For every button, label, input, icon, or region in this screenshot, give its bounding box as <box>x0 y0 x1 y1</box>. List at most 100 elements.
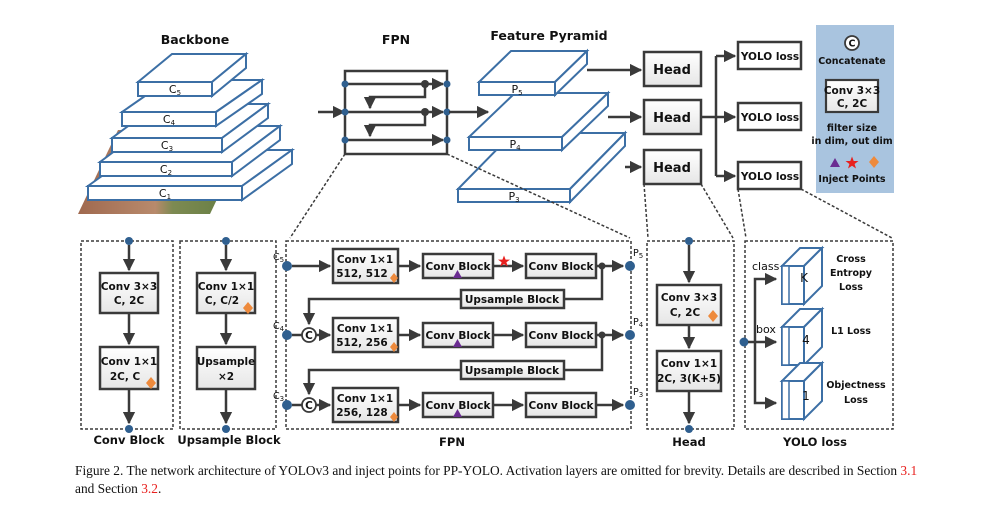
svg-text:C3: C3 <box>161 139 173 153</box>
cross-entropy-loss-line3: Loss <box>839 282 863 293</box>
inject-diamond-icon <box>243 302 253 314</box>
box-branch-label: box <box>756 323 776 336</box>
svg-text:Conv Block: Conv Block <box>426 261 492 273</box>
svg-text:P4: P4 <box>633 317 644 329</box>
cross-entropy-loss-line2: Entropy <box>830 268 873 279</box>
head-box-1: Head <box>642 50 703 88</box>
svg-text:Upsample Block: Upsample Block <box>465 294 560 306</box>
inject-diamond-icon <box>146 377 156 389</box>
svg-text:C: C <box>849 39 856 50</box>
fpn-upsample-block-1: Upsample Block <box>459 288 566 310</box>
svg-text:Conv 1×1: Conv 1×1 <box>337 393 393 405</box>
svg-text:K: K <box>800 271 809 285</box>
svg-text:P5: P5 <box>511 83 522 97</box>
pyramid-level-p4: P4 <box>466 90 611 153</box>
svg-text:YOLO loss: YOLO loss <box>740 112 799 124</box>
svg-text:Conv Block: Conv Block <box>529 400 595 412</box>
svg-text:C, 2C: C, 2C <box>837 98 868 110</box>
fpn-row1-conv-block-1: Conv Block <box>421 252 495 280</box>
objectness-loss-line2: Loss <box>844 395 868 406</box>
pyramid-level-p5: P5 <box>476 48 590 98</box>
svg-text:C2: C2 <box>160 163 172 177</box>
upsample-block-caption: Upsample Block <box>177 433 281 447</box>
head-box-2: Head <box>642 98 703 136</box>
inject-triangle-icon <box>453 409 462 417</box>
svg-text:P4: P4 <box>509 138 521 152</box>
feature-pyramid-title: Feature Pyramid <box>490 28 607 43</box>
legend-panel: C Concatenate Conv 3×3 C, 2C filter size… <box>811 25 894 193</box>
svg-text:Head: Head <box>653 161 691 176</box>
backbone-title: Backbone <box>161 32 230 47</box>
svg-text:Conv 1×1: Conv 1×1 <box>337 254 393 266</box>
fpn-input-c3 <box>282 400 292 410</box>
svg-text:512, 512: 512, 512 <box>336 268 387 280</box>
svg-text:C1: C1 <box>159 187 171 201</box>
backbone-pyramid: C1 C2 C3 C4 C5 <box>78 51 296 214</box>
svg-text:256, 128: 256, 128 <box>336 407 387 419</box>
inject-diamond-icon <box>708 310 718 322</box>
fpn-output-p4 <box>625 330 635 340</box>
tensor-class: K <box>779 245 825 307</box>
svg-text:1: 1 <box>802 389 810 403</box>
inject-star-icon <box>498 255 510 267</box>
svg-text:C4: C4 <box>273 321 285 333</box>
svg-text:Head: Head <box>653 111 691 126</box>
fpn-schematic <box>341 69 451 156</box>
feature-pyramid: P3 P4 P5 <box>455 48 628 205</box>
svg-text:2C, 3(K+5): 2C, 3(K+5) <box>657 373 721 385</box>
svg-text:C, 2C: C, 2C <box>670 307 701 319</box>
yolo-loss-detail: class box K 4 1 Cross Entropy Loss <box>739 240 894 449</box>
backbone-layer-c5: C5 <box>135 51 249 99</box>
tensor-box: 4 <box>779 306 825 368</box>
fpn-row1-conv-block-2: Conv Block <box>524 252 598 280</box>
svg-text:Upsample Block: Upsample Block <box>465 365 560 377</box>
section-link-3-2[interactable]: 3.2 <box>141 481 158 496</box>
head-box-3: Head <box>642 148 703 186</box>
legend-conv-desc-line1: filter size <box>827 123 877 134</box>
fpn-title: FPN <box>382 32 410 47</box>
yolo-loss-box-1: YOLO loss <box>736 40 803 71</box>
zoom-guides <box>289 153 893 239</box>
svg-text:Conv 3×3: Conv 3×3 <box>824 85 880 97</box>
inject-diamond-icon <box>390 342 398 352</box>
fpn-row2-conv-block-1: Conv Block <box>421 321 495 349</box>
inject-star-icon <box>845 156 859 169</box>
upsample-block-detail: Conv 1×1 C, C/2 Upsample ×2 Upsample Blo… <box>177 237 281 447</box>
inject-diamond-icon <box>390 412 398 422</box>
svg-text:Conv Block: Conv Block <box>529 330 595 342</box>
legend-conv-desc-line2: in dim, out dim <box>811 136 892 147</box>
svg-text:Head: Head <box>653 63 691 78</box>
svg-text:Conv Block: Conv Block <box>529 261 595 273</box>
svg-text:P3: P3 <box>508 190 519 204</box>
fpn-input-c5 <box>282 261 292 271</box>
fpn-row3-conv-block-1: Conv Block <box>421 391 495 419</box>
svg-text:YOLO loss: YOLO loss <box>740 51 799 63</box>
svg-text:×2: ×2 <box>218 371 234 383</box>
objectness-loss-line1: Objectness <box>826 380 886 391</box>
caption-text-middle: and Section <box>75 481 142 496</box>
inject-triangle-icon <box>453 270 462 278</box>
fpn-row2-conv-block-2: Conv Block <box>524 321 598 349</box>
svg-text:Conv 1×1: Conv 1×1 <box>337 323 393 335</box>
legend-inject-label: Inject Points <box>818 174 886 185</box>
svg-text:2C, C: 2C, C <box>110 371 141 383</box>
svg-text:P5: P5 <box>633 248 643 260</box>
fpn-row3-conv-block-2: Conv Block <box>524 391 598 419</box>
inject-diamond-icon <box>869 156 879 168</box>
l1-loss-label: L1 Loss <box>831 326 871 337</box>
svg-text:C: C <box>305 400 313 412</box>
fpn-output-p3 <box>625 400 635 410</box>
svg-text:C5: C5 <box>169 83 181 97</box>
svg-text:Conv 3×3: Conv 3×3 <box>101 281 157 293</box>
yolo-loss-box-2: YOLO loss <box>736 101 803 132</box>
svg-text:C: C <box>305 330 313 342</box>
svg-text:Conv 3×3: Conv 3×3 <box>661 292 717 304</box>
yolo-loss-detail-caption: YOLO loss <box>782 435 847 449</box>
svg-text:C3: C3 <box>273 391 284 403</box>
fpn-row1-conv: Conv 1×1 512, 512 <box>331 247 400 285</box>
conv-block-detail: Conv 3×3 C, 2C Conv 1×1 2C, C Conv Block <box>80 237 174 447</box>
svg-text:Conv 1×1: Conv 1×1 <box>661 358 717 370</box>
concatenate-icon: C <box>844 35 860 51</box>
svg-text:YOLO loss: YOLO loss <box>740 171 799 183</box>
section-link-3-1[interactable]: 3.1 <box>900 463 918 478</box>
